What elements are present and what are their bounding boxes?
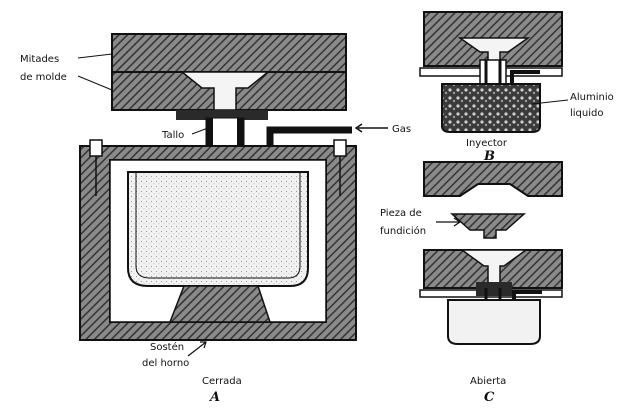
furnace-support-cone [168,285,272,323]
liquid-aluminum-pot [441,83,541,133]
panel-c-open-machine [419,161,563,345]
label-furnace-support-1: Sostén [150,341,184,353]
panel-b-injector [419,11,563,133]
label-furnace-support-2: del horno [142,358,189,369]
label-gas: Gas [392,124,411,135]
label-closed: Cerrada [202,376,242,387]
mold-halves-a [111,33,347,111]
panel-letter-a: A [208,390,220,405]
label-injector: Inyector [466,138,508,149]
leader-liquid-aluminum [531,99,569,105]
leader-mold-top [77,53,113,59]
panel-letter-b: B [483,149,495,164]
label-liquid-aluminum-1: Aluminio [570,92,614,103]
label-casting-1: Pieza de [380,208,422,219]
arrow-casting [436,217,462,227]
panel-a-closed-machine [79,33,357,341]
arrow-gas [354,123,388,133]
crucible-c [447,299,541,345]
label-mold-halves-1: Mitades [20,54,59,65]
label-liquid-aluminum-2: liquido [570,108,604,119]
mold-base-plate [176,110,268,120]
label-mold-halves-2: de molde [20,72,67,83]
cast-part [450,213,526,239]
crucible [127,171,309,287]
label-open: Abierta [470,376,506,387]
leader-stem [191,127,209,135]
panel-letter-c: C [484,390,495,405]
leader-mold-bottom [77,75,113,91]
label-stem: Tallo [161,130,184,141]
arrow-furnace-support [187,341,207,357]
label-casting-2: fundición [380,225,426,237]
